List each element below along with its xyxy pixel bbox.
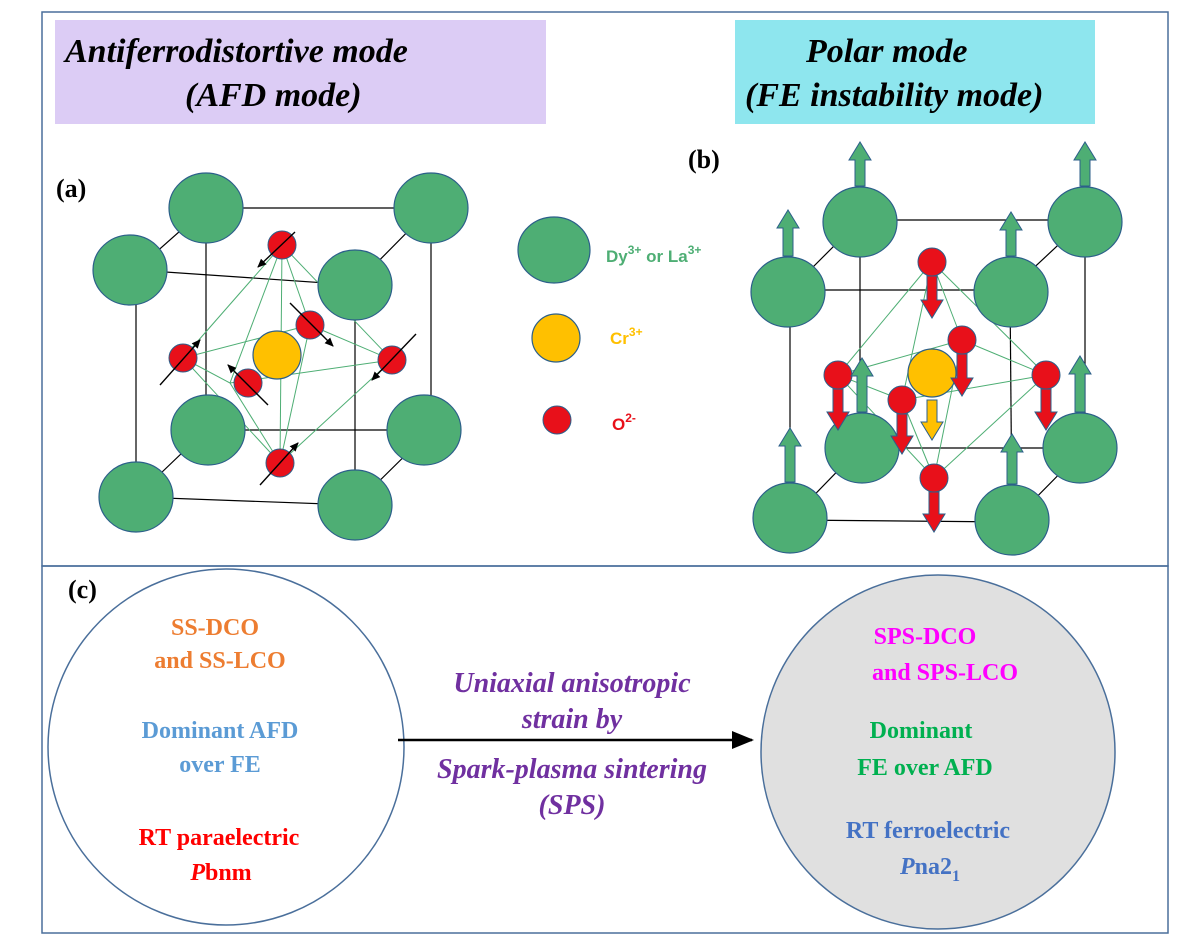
polar-ion-tr-front xyxy=(973,256,1049,328)
afd-ion-bl-front xyxy=(98,461,174,533)
polar-title-line1: Polar mode xyxy=(805,33,967,70)
polar-unit-cell xyxy=(750,141,1123,556)
left-line1: SS-DCO xyxy=(171,615,259,641)
label-a: (a) xyxy=(56,174,86,203)
afd-ion-tl-back xyxy=(168,172,244,244)
fe-up-arrow-4 xyxy=(999,211,1023,257)
o-down-arrow-left xyxy=(826,388,850,431)
left-line2: and SS-LCO xyxy=(154,648,285,674)
o-down-arrow-back xyxy=(950,353,974,397)
o-down-arrow-front xyxy=(890,413,914,455)
left-line4: over FE xyxy=(179,752,261,778)
legend-mid-ion-label: Cr3+ xyxy=(610,325,643,348)
legend-large-ion-swatch xyxy=(517,216,591,284)
polar-o-back xyxy=(947,325,977,355)
polar-o-left xyxy=(823,360,853,390)
fe-up-arrow-5 xyxy=(850,357,874,413)
fe-up-arrow-2 xyxy=(1073,141,1097,187)
legend-small-ion-label: O2- xyxy=(612,411,636,434)
right-line4: FE over AFD xyxy=(857,755,993,781)
polar-o-bottom xyxy=(919,463,949,493)
cr-down-arrow xyxy=(920,399,944,441)
legend-large-ion-label: Dy3+ or La3+ xyxy=(606,243,701,266)
afd-rotation-arrows xyxy=(159,231,417,486)
polar-up-arrows xyxy=(776,141,1097,485)
o-down-arrow-top xyxy=(920,275,944,319)
polar-title-line2: (FE instability mode) xyxy=(745,77,1043,114)
afd-ion-tl-front xyxy=(92,234,168,306)
afd-title-line2: (AFD mode) xyxy=(185,77,362,114)
afd-ion-br-front xyxy=(317,469,393,541)
afd-ion-tr-back xyxy=(393,172,469,244)
afd-o-front xyxy=(233,368,263,398)
polar-ion-br-front xyxy=(974,484,1050,556)
fe-up-arrow-6 xyxy=(1068,355,1092,413)
left-state-circle xyxy=(47,568,405,926)
arrow-text-line2: strain by xyxy=(521,704,623,735)
polar-title-box xyxy=(735,20,1095,124)
afd-octahedron xyxy=(182,244,393,464)
polar-o-front xyxy=(887,385,917,415)
afd-unit-cell xyxy=(92,172,469,541)
polar-ion-tl-front xyxy=(750,256,826,328)
fe-up-arrow-1 xyxy=(848,141,872,187)
polar-cr-ion xyxy=(907,348,957,398)
polar-down-arrows xyxy=(826,275,1058,533)
o-down-arrow-bottom xyxy=(922,491,946,533)
legend-small-ion-swatch xyxy=(542,405,572,435)
right-line2: and SPS-LCO xyxy=(872,660,1018,686)
legend: Dy3+ or La3+ Cr3+ O2- xyxy=(517,216,701,435)
polar-ion-tr-back xyxy=(1047,186,1123,258)
right-line3: Dominant xyxy=(870,718,973,744)
bottom-panel-frame xyxy=(41,565,1169,934)
afd-ion-bl-back xyxy=(170,394,246,466)
label-b: (b) xyxy=(688,145,720,174)
afd-large-ions xyxy=(92,172,469,541)
polar-large-ions xyxy=(750,186,1123,556)
left-line5: RT paraelectric xyxy=(139,825,300,851)
polar-ion-bl-front xyxy=(752,482,828,554)
polar-o-top xyxy=(917,247,947,277)
arrow-text-line4: (SPS) xyxy=(539,790,606,821)
right-line5: RT ferroelectric xyxy=(846,818,1011,844)
afd-o-back xyxy=(295,310,325,340)
fe-up-arrow-3 xyxy=(776,209,800,257)
afd-title-box xyxy=(55,20,546,124)
polar-ion-br-back xyxy=(1042,412,1118,484)
fe-up-arrow-7 xyxy=(778,427,802,483)
polar-o-right xyxy=(1031,360,1061,390)
right-line1: SPS-DCO xyxy=(874,624,977,650)
arrow-text-line3: Spark-plasma sintering xyxy=(437,754,707,785)
legend-mid-ion-swatch xyxy=(531,313,581,363)
fe-up-arrow-8 xyxy=(1000,433,1024,485)
afd-cr-ion xyxy=(252,330,302,380)
polar-ion-tl-back xyxy=(822,186,898,258)
afd-title-line1: Antiferrodistortive mode xyxy=(63,33,408,70)
right-state-circle xyxy=(760,574,1116,930)
o-down-arrow-right xyxy=(1034,388,1058,431)
right-line6: Pna21 xyxy=(899,854,960,885)
afd-ion-tr-front xyxy=(317,249,393,321)
left-line3: Dominant AFD xyxy=(142,718,299,744)
label-c: (c) xyxy=(68,575,97,604)
left-line6: Pbnm xyxy=(189,860,251,886)
afd-ion-br-back xyxy=(386,394,462,466)
arrow-text-line1: Uniaxial anisotropic xyxy=(453,668,691,699)
